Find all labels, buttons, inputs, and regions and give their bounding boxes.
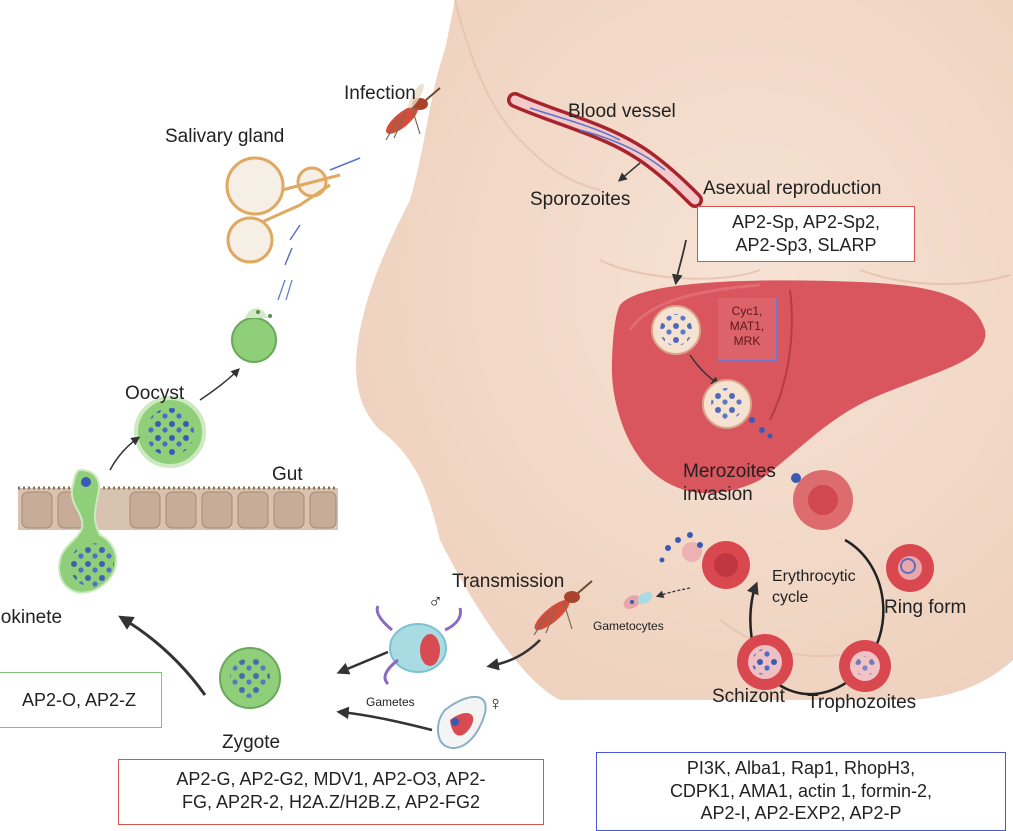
box-erythrocytic-factors: PI3K, Alba1, Rap1, RhopH3, CDPK1, AMA1, …	[596, 752, 1006, 831]
male-symbol: ♂	[428, 591, 443, 613]
box-line: PI3K, Alba1, Rap1, RhopH3,	[686, 758, 916, 778]
label-infection: Infection	[344, 83, 416, 104]
mosquito-transmission	[533, 580, 593, 636]
label-merozoites: Merozoites	[683, 461, 776, 482]
gametocytes-illustration	[623, 592, 653, 609]
box-line: MAT1,	[729, 319, 765, 333]
ookinete-illustration	[58, 468, 118, 594]
label-oocyst: Oocyst	[125, 383, 185, 404]
label-gut: Gut	[272, 464, 303, 485]
oocyst-illustration	[134, 396, 206, 468]
erythrocyte-merozoite-invasion	[791, 470, 853, 530]
liver-illustration	[611, 280, 986, 494]
box-line: CDPK1, AMA1, actin 1, formin-2,	[669, 780, 933, 801]
box-gametocyte-factors: AP2-G, AP2-G2, MDV1, AP2-O3, AP2- FG, AP…	[118, 759, 544, 825]
label-blood-vessel: Blood vessel	[568, 101, 676, 122]
label-ring-form: Ring form	[884, 597, 967, 618]
female-symbol: ♀	[488, 693, 503, 715]
box-line: MRK	[733, 334, 761, 348]
box-line: FG, AP2R-2, H2A.Z/H2B.Z, AP2-FG2	[181, 791, 481, 812]
infected-hepatocyte-1	[651, 305, 701, 355]
female-gamete	[436, 696, 487, 749]
blood-vessel-illustration	[507, 92, 703, 208]
box-liver-factors: Cyc1, MAT1, MRK	[717, 297, 777, 361]
label-cycle: cycle	[772, 589, 809, 606]
box-line: AP2-Sp3, SLARP	[735, 234, 877, 255]
label-zygote: Zygote	[222, 732, 281, 753]
box-ookinete-factors: AP2-O, AP2-Z	[0, 672, 162, 728]
male-gamete	[375, 605, 462, 686]
mosquito-infection	[385, 83, 441, 141]
label-invasion: invasion	[683, 484, 753, 505]
salivary-gland-illustration	[225, 156, 341, 264]
gut-epithelium	[18, 486, 338, 530]
box-line: AP2-G, AP2-G2, MDV1, AP2-O3, AP2-	[176, 769, 486, 789]
infected-hepatocyte-2	[702, 379, 773, 439]
box-sporozoite-factors: AP2-Sp, AP2-Sp2, AP2-Sp3, SLARP	[697, 206, 915, 262]
box-line: AP2-I, AP2-EXP2, AP2-P	[700, 803, 902, 823]
label-transmission: Transmission	[452, 571, 565, 592]
label-sporozoites: Sporozoites	[530, 189, 631, 210]
label-erythrocytic: Erythrocytic	[772, 568, 856, 585]
label-trophozoites: Trophozoites	[807, 692, 917, 713]
box-line: AP2-Sp, AP2-Sp2,	[731, 212, 881, 232]
ruptured-oocyst	[231, 308, 277, 363]
box-line: AP2-O, AP2-Z	[21, 690, 137, 710]
rupturing-erythrocyte	[659, 532, 750, 589]
label-ookinete: Ookinete	[0, 607, 63, 628]
label-schizont: Schizont	[712, 686, 785, 707]
label-asexual-reproduction: Asexual reproduction	[703, 178, 882, 199]
zygote-illustration	[219, 647, 281, 709]
ring-form-erythrocyte	[886, 544, 934, 592]
label-gametocytes: Gametocytes	[593, 619, 664, 633]
schizont-erythrocyte	[737, 634, 793, 690]
label-gametes: Gametes	[366, 695, 415, 709]
trophozoite-erythrocyte	[839, 640, 891, 692]
box-line: Cyc1,	[731, 304, 763, 318]
label-salivary-gland: Salivary gland	[165, 126, 285, 147]
